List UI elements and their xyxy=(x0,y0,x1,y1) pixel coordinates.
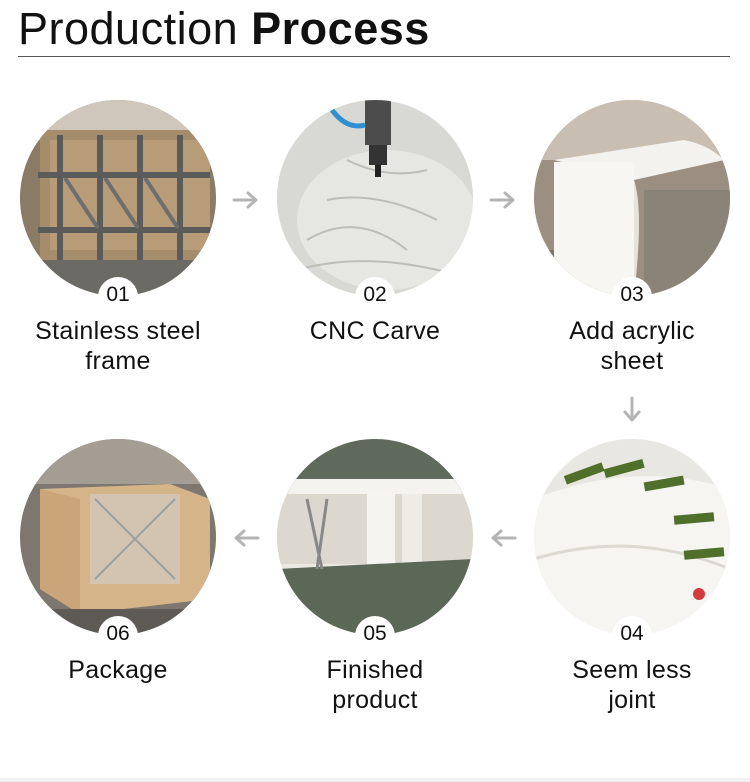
step-05-photo xyxy=(277,439,473,635)
step-label-line: frame xyxy=(85,347,151,375)
bottom-divider xyxy=(0,778,750,782)
step-label-line: joint xyxy=(608,686,656,714)
title-bold: Process xyxy=(251,3,430,54)
step-label-line: Stainless steel xyxy=(35,317,201,345)
step-label: Add acrylic sheet xyxy=(504,316,750,376)
step-label-line: CNC Carve xyxy=(309,317,441,345)
arrow-icon xyxy=(622,396,642,424)
step-number: 05 xyxy=(355,616,395,650)
arrow-icon xyxy=(232,528,260,548)
step-02-photo xyxy=(277,100,473,296)
title-divider xyxy=(18,56,730,57)
step-number: 03 xyxy=(612,277,652,311)
step-label: Package xyxy=(0,655,246,685)
step-label-line: sheet xyxy=(600,347,664,375)
step-label: Stainless steel frame xyxy=(0,316,246,376)
step-03-photo xyxy=(534,100,730,296)
step-number: 01 xyxy=(98,277,138,311)
step-label: CNC Carve xyxy=(247,316,503,346)
step-label-line: Add acrylic xyxy=(569,317,695,345)
step-label: Seem less joint xyxy=(504,655,750,715)
step-number: 06 xyxy=(98,616,138,650)
title-light: Production xyxy=(18,3,239,54)
arrow-icon xyxy=(232,190,260,210)
step-label-line: Package xyxy=(68,656,168,684)
step-label-line: product xyxy=(332,686,418,714)
page-title: Production Process xyxy=(18,2,430,56)
step-01-photo xyxy=(20,100,216,296)
step-04-photo xyxy=(534,439,730,635)
step-label: Finished product xyxy=(247,655,503,715)
step-number: 04 xyxy=(612,616,652,650)
step-06-photo xyxy=(20,439,216,635)
step-label-line: Finished xyxy=(326,656,424,684)
arrow-icon xyxy=(489,528,517,548)
step-label-line: Seem less xyxy=(572,656,692,684)
arrow-icon xyxy=(489,190,517,210)
step-number: 02 xyxy=(355,277,395,311)
